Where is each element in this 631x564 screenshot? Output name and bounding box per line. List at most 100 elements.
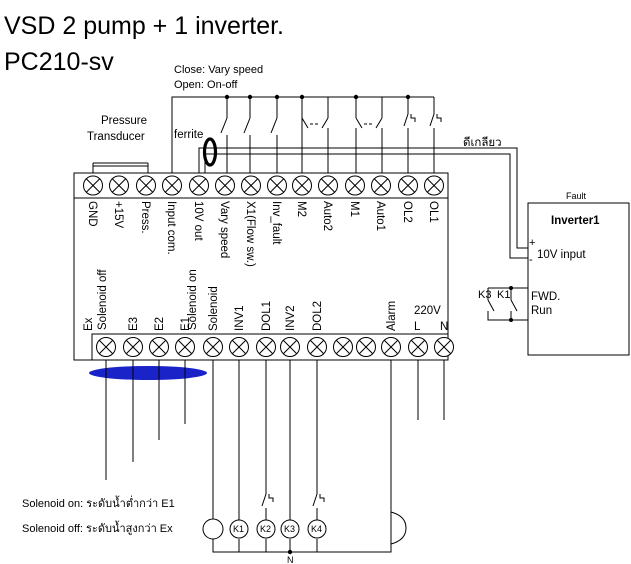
bottom-terminal-label: E1 bbox=[180, 317, 192, 331]
bottom-terminal-label: Ex bbox=[83, 317, 95, 331]
top-terminal-6 bbox=[241, 175, 261, 196]
signal-wire-minus bbox=[204, 153, 528, 259]
inverter-plus: + bbox=[529, 237, 535, 249]
solenoid-valve bbox=[202, 518, 224, 540]
twisted-pair-label: ดีเกลียว bbox=[463, 136, 502, 149]
top-terminal-label: X1(Flow sw.) bbox=[244, 201, 256, 267]
inverter-box bbox=[527, 202, 630, 356]
bottom-terminal-4 bbox=[203, 337, 223, 357]
bottom-terminal-13 bbox=[434, 337, 454, 357]
neutral-junction bbox=[287, 549, 293, 555]
switch-flow bbox=[243, 97, 251, 173]
coil-label: K4 bbox=[311, 524, 322, 534]
inverter-fault-label: Fault bbox=[566, 191, 587, 201]
bottom-terminal-10 bbox=[356, 337, 376, 357]
dol1-wire bbox=[261, 360, 267, 520]
note-solenoid-on: Solenoid on: ระดับน้ำต่ำกว่า E1 bbox=[22, 495, 175, 510]
bottom-terminal-label: E2 bbox=[154, 317, 166, 331]
overload-switch-1 bbox=[429, 97, 442, 173]
overload-switch-2 bbox=[403, 97, 416, 173]
ferrite-label: ferrite bbox=[174, 129, 203, 141]
top-terminal-label: Press. bbox=[139, 201, 151, 234]
top-terminal-11 bbox=[371, 175, 391, 196]
top-terminal-label: +15V bbox=[112, 201, 124, 229]
bottom-terminal-label: DOL1 bbox=[261, 301, 273, 331]
coil-return-wire bbox=[238, 539, 318, 552]
bottom-terminal-2 bbox=[149, 337, 169, 357]
run-contacts bbox=[487, 286, 528, 322]
top-terminal-10 bbox=[345, 175, 365, 196]
bottom-terminal-label: DOL2 bbox=[312, 301, 324, 331]
top-terminal-label: Inv_fault bbox=[270, 201, 282, 245]
coil-k1: K1 bbox=[229, 519, 249, 539]
bottom-terminal-label: E3 bbox=[128, 317, 140, 331]
solenoid-on-label: Solenoid on bbox=[187, 269, 199, 330]
coil-label: K3 bbox=[284, 524, 295, 534]
neutral-label: N bbox=[287, 555, 294, 564]
inverter-name: Inverter1 bbox=[551, 215, 600, 227]
top-terminal-12 bbox=[398, 175, 418, 196]
electrode-bundle bbox=[89, 366, 207, 380]
top-terminal-label: Auto2 bbox=[321, 201, 333, 231]
top-terminal-label: M2 bbox=[295, 201, 307, 217]
selector-pump-1 bbox=[355, 97, 383, 173]
top-terminal-1 bbox=[109, 175, 129, 196]
bottom-terminal-label: INV1 bbox=[234, 305, 246, 331]
bottom-terminal-6 bbox=[256, 337, 276, 357]
switch-vary-speed bbox=[220, 97, 228, 173]
coil-k4: K4 bbox=[307, 519, 327, 539]
bottom-terminal-1 bbox=[123, 337, 143, 357]
bottom-terminal-3 bbox=[175, 337, 195, 357]
coil-k2: K2 bbox=[256, 519, 276, 539]
top-terminal-0 bbox=[83, 175, 103, 196]
top-terminal-3 bbox=[162, 175, 182, 196]
bottom-terminal-label: Alarm bbox=[386, 301, 398, 331]
note-solenoid-off: Solenoid off: ระดับน้ำสูงกว่า Ex bbox=[22, 520, 173, 535]
switch-note-close: Close: Vary speed bbox=[174, 64, 263, 76]
inverter-fwd-label: FWD. bbox=[531, 291, 560, 303]
coils: K1 K2 K3 K4 bbox=[229, 519, 327, 539]
bottom-terminal-label: L bbox=[414, 321, 421, 333]
top-terminal-2 bbox=[136, 175, 156, 196]
top-terminal-label: M1 bbox=[348, 201, 360, 217]
dol2-overload bbox=[319, 494, 325, 502]
bottom-terminal-11 bbox=[381, 337, 401, 357]
bottom-terminal-label: Solenoid bbox=[208, 286, 220, 331]
title-line-1: VSD 2 pump + 1 inverter. bbox=[4, 12, 284, 40]
top-terminal-label: GND bbox=[86, 201, 98, 227]
inverter-minus: - bbox=[529, 254, 533, 266]
title-line-2: PC210-sv bbox=[4, 48, 114, 76]
bottom-terminal-label: INV2 bbox=[285, 305, 297, 331]
dol2-wire bbox=[312, 360, 318, 520]
signal-wire-plus bbox=[198, 147, 528, 249]
alarm-buzzer bbox=[390, 511, 407, 545]
bottom-terminal-12 bbox=[408, 337, 428, 357]
dol1-overload bbox=[268, 494, 274, 502]
top-terminal-label: OL1 bbox=[427, 201, 439, 223]
bottom-terminal-0 bbox=[96, 337, 116, 357]
pressure-bracket bbox=[92, 162, 149, 173]
supply-label: 220V bbox=[414, 305, 441, 317]
input-com-wire bbox=[171, 96, 434, 173]
pressure-label-2: Transducer bbox=[87, 131, 145, 143]
top-terminal-5 bbox=[215, 175, 235, 196]
pressure-label-1: Pressure bbox=[101, 115, 147, 127]
solenoid-off-label: Solenoid off bbox=[97, 269, 109, 330]
top-terminal-label: Input com. bbox=[165, 201, 177, 255]
alarm-return-wire bbox=[212, 539, 392, 553]
bottom-terminal-8 bbox=[307, 337, 327, 357]
inverter-run-label: Run bbox=[531, 305, 552, 317]
bottom-terminal-5 bbox=[229, 337, 249, 357]
selector-pump-2 bbox=[301, 96, 329, 173]
top-terminal-label: Auto1 bbox=[374, 201, 386, 231]
contact-k1-label: K1 bbox=[497, 289, 510, 301]
top-terminal-9 bbox=[318, 175, 338, 196]
switch-note-open: Open: On-off bbox=[174, 79, 238, 91]
top-terminal-13 bbox=[424, 175, 444, 196]
inverter-input-label: 10V input bbox=[537, 249, 586, 261]
top-terminal-label: OL2 bbox=[401, 201, 413, 223]
top-terminal-label: 10V out bbox=[192, 201, 204, 241]
top-terminal-4 bbox=[189, 175, 209, 196]
